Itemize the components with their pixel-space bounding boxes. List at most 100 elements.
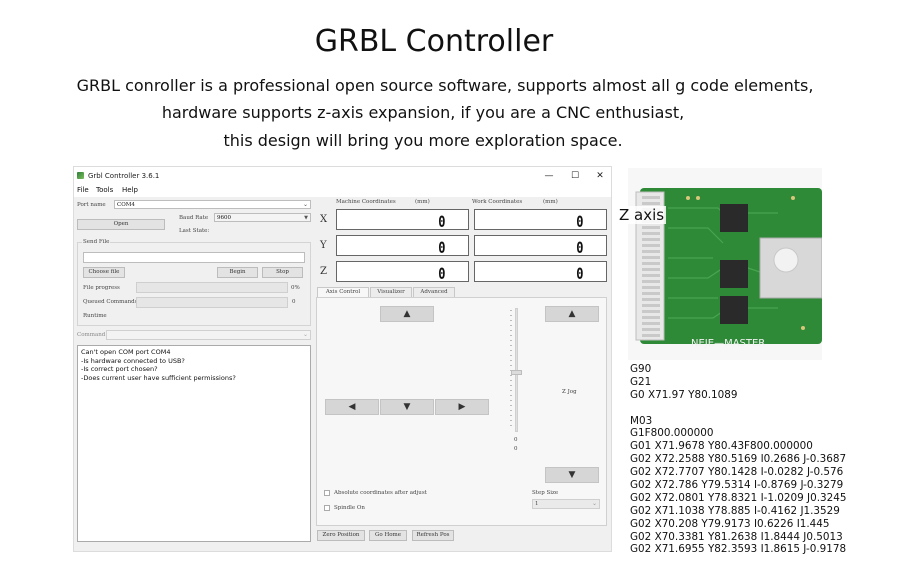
board-label: NEJE—MASTER	[691, 338, 765, 349]
command-label: Command	[77, 332, 106, 338]
machine-z-value: 0	[438, 264, 446, 283]
connector-pin	[642, 268, 660, 271]
baud-rate-select[interactable]: 9600 ▼	[214, 213, 311, 222]
machine-x-display: 0	[336, 209, 469, 231]
go-home-button[interactable]: Go Home	[369, 530, 407, 541]
port-name-label: Port name	[77, 202, 106, 208]
tab-advanced[interactable]: Advanced	[413, 287, 455, 297]
axis-control-panel: ▲ ◀ ▼ ▶ 0 0 ▲ Z Jog ▼ Absolute coordinat…	[316, 297, 607, 526]
connector-pin	[642, 226, 660, 229]
gcode-line	[630, 402, 846, 415]
queued-commands-value: 0	[292, 299, 296, 305]
feed-slider-handle[interactable]	[511, 370, 522, 375]
board-illustration: NEJE—MASTER	[628, 168, 822, 360]
machine-y-display: 0	[336, 235, 469, 257]
step-size-label: Step Size	[532, 490, 559, 496]
gcode-line: G02 X70.3381 Y81.2638 I1.8444 J0.5013	[630, 530, 843, 543]
axis-y-label: Y	[320, 240, 327, 251]
gcode-line: G1F800.000000	[630, 427, 714, 440]
console-output[interactable]: Can't open COM port COM4 -Is hardware co…	[77, 345, 311, 542]
zero-position-button[interactable]: Zero Position	[317, 530, 365, 541]
z-jog-label: Z Jog	[562, 389, 577, 395]
step-size-select[interactable]: 1 ⌄	[532, 499, 600, 509]
refresh-pos-button[interactable]: Refresh Pos	[412, 530, 454, 541]
gcode-line: G21	[630, 375, 652, 388]
gcode-line: G02 X71.1038 Y78.885 I-0.4162 J1.3529	[630, 504, 840, 517]
connector-pin	[642, 262, 660, 265]
file-progress-value: 0%	[291, 285, 300, 291]
work-x-value: 0	[576, 212, 584, 231]
minimize-button[interactable]: —	[544, 171, 554, 181]
file-path-input[interactable]	[83, 252, 305, 263]
work-y-display: 0	[474, 235, 607, 257]
machine-y-value: 0	[438, 238, 446, 257]
last-state-label: Last State:	[179, 228, 210, 234]
jog-z-plus-button[interactable]: ▲	[545, 306, 599, 322]
slider-min-value: 0	[514, 446, 518, 452]
open-button[interactable]: Open	[77, 219, 165, 230]
gcode-line: G02 X72.786 Y79.5314 I-0.8769 J-0.3279	[630, 479, 844, 492]
menu-help[interactable]: Help	[122, 186, 138, 194]
axis-z-label: Z	[320, 266, 327, 277]
chevron-down-icon: ⌄	[302, 201, 308, 208]
connector-pin	[642, 328, 660, 331]
gcode-listing: G90 G21 G0 X71.97 Y80.1089 M03 G1F800.00…	[630, 363, 846, 556]
triangle-down-icon: ▼	[304, 215, 308, 221]
send-file-group	[77, 242, 311, 326]
connector-pin	[642, 322, 660, 325]
title-bar[interactable]: Grbl Controller 3.6.1 — ☐ ✕	[74, 167, 611, 185]
connector-pin	[642, 310, 660, 313]
chevron-down-icon: ⌄	[302, 331, 308, 338]
menu-tools[interactable]: Tools	[96, 186, 114, 194]
menu-bar: File Tools Help	[74, 185, 611, 197]
command-input[interactable]: ⌄	[106, 330, 311, 340]
console-line: Can't open COM port COM4	[81, 348, 171, 356]
connector-pin	[642, 256, 660, 259]
connector-pin	[642, 280, 660, 283]
maximize-button[interactable]: ☐	[570, 171, 580, 181]
gcode-line: G0 X71.97 Y80.1089	[630, 388, 738, 401]
work-coordinates-label: Work Coordinates	[472, 199, 523, 205]
chevron-down-icon: ⌄	[591, 500, 597, 507]
machine-coordinates-label: Machine Coordinates	[336, 199, 396, 205]
send-file-label: Send File	[82, 239, 111, 245]
description-line-3: this design will bring you more explorat…	[223, 131, 623, 150]
tab-visualizer[interactable]: Visualizer	[370, 287, 412, 297]
connector-pin	[642, 196, 660, 199]
begin-button[interactable]: Begin	[217, 267, 258, 278]
spindle-on-label: Spindle On	[334, 505, 365, 511]
gcode-line: G02 X72.0801 Y78.8321 I-1.0209 J0.3245	[630, 491, 847, 504]
jog-x-minus-button[interactable]: ◀	[325, 399, 379, 415]
console-line: -Does current user have sufficient permi…	[81, 373, 236, 382]
file-progress-label: File progress	[83, 285, 120, 291]
queued-commands-label: Queued Commands	[83, 299, 138, 305]
work-coordinates-unit: (mm)	[543, 199, 558, 205]
stop-button[interactable]: Stop	[262, 267, 303, 278]
jog-x-plus-button[interactable]: ▶	[435, 399, 489, 415]
file-progress-bar	[136, 282, 288, 293]
jog-z-minus-button[interactable]: ▼	[545, 467, 599, 483]
connector-pin	[642, 238, 660, 241]
tab-axis-control[interactable]: Axis Control	[317, 287, 369, 297]
gcode-line: G02 X71.6955 Y82.3593 I1.8615 J-0.9178	[630, 543, 847, 556]
choose-file-button[interactable]: Choose file	[83, 267, 125, 278]
port-select[interactable]: COM4 ⌄	[114, 200, 311, 209]
spindle-on-checkbox[interactable]	[324, 505, 330, 511]
axis-x-label: X	[320, 214, 328, 225]
connector-pin	[642, 202, 660, 205]
app-icon	[77, 172, 84, 179]
controller-board-photo: NEJE—MASTER	[628, 168, 822, 360]
z-axis-callout: Z axis	[617, 206, 667, 224]
jog-y-plus-button[interactable]: ▲	[380, 306, 434, 322]
connector-pin	[642, 250, 660, 253]
gcode-line: G02 X72.7707 Y80.1428 I-0.0282 J-0.576	[630, 466, 844, 479]
close-button[interactable]: ✕	[596, 171, 604, 181]
machine-coordinates-unit: (mm)	[415, 199, 430, 205]
connector-pin	[642, 286, 660, 289]
menu-file[interactable]: File	[77, 186, 89, 194]
connector-pin	[642, 274, 660, 277]
absolute-coordinates-label: Absolute coordinates after adjust	[334, 490, 427, 496]
jog-y-minus-button[interactable]: ▼	[380, 399, 434, 415]
gcode-line: G01 X71.9678 Y80.43F800.000000	[630, 440, 813, 453]
absolute-coordinates-checkbox[interactable]	[324, 490, 330, 496]
